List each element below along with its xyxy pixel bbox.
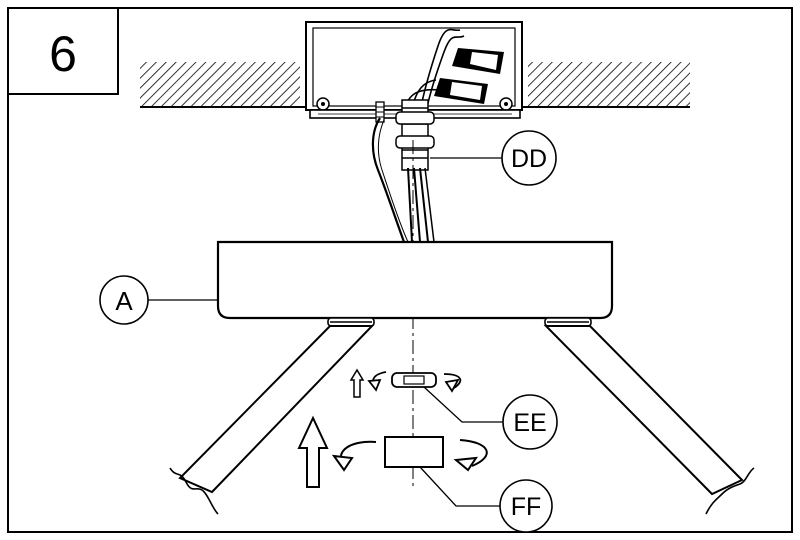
arrow-up-large-icon [297, 415, 329, 488]
arrow-up-small-icon [349, 368, 365, 398]
callout-a-label: A [115, 286, 133, 316]
callout-ee-label: EE [513, 409, 546, 437]
callout-ff: FF [419, 466, 553, 533]
ceiling [140, 62, 690, 108]
cover [384, 436, 444, 468]
step-number-box: 6 [8, 8, 119, 95]
callout-ee: EE [423, 386, 558, 450]
cable-bundle [371, 117, 435, 243]
rotate-small-icon [367, 371, 462, 393]
strain-relief-fitting [395, 99, 435, 171]
canopy [216, 240, 614, 320]
lamp-legs [178, 325, 744, 496]
callout-dd: DD [430, 130, 557, 186]
canopy-feet [327, 317, 592, 327]
callout-dd-label: DD [511, 145, 547, 173]
locking-nut [391, 372, 437, 388]
callout-ff-label: FF [511, 493, 542, 521]
callout-a: A [99, 275, 218, 325]
leg-break-lines [169, 467, 755, 515]
step-number: 6 [49, 26, 77, 82]
diagram-frame [7, 7, 793, 533]
wire-connector-icon [434, 48, 504, 104]
rotate-large-icon [331, 439, 488, 472]
